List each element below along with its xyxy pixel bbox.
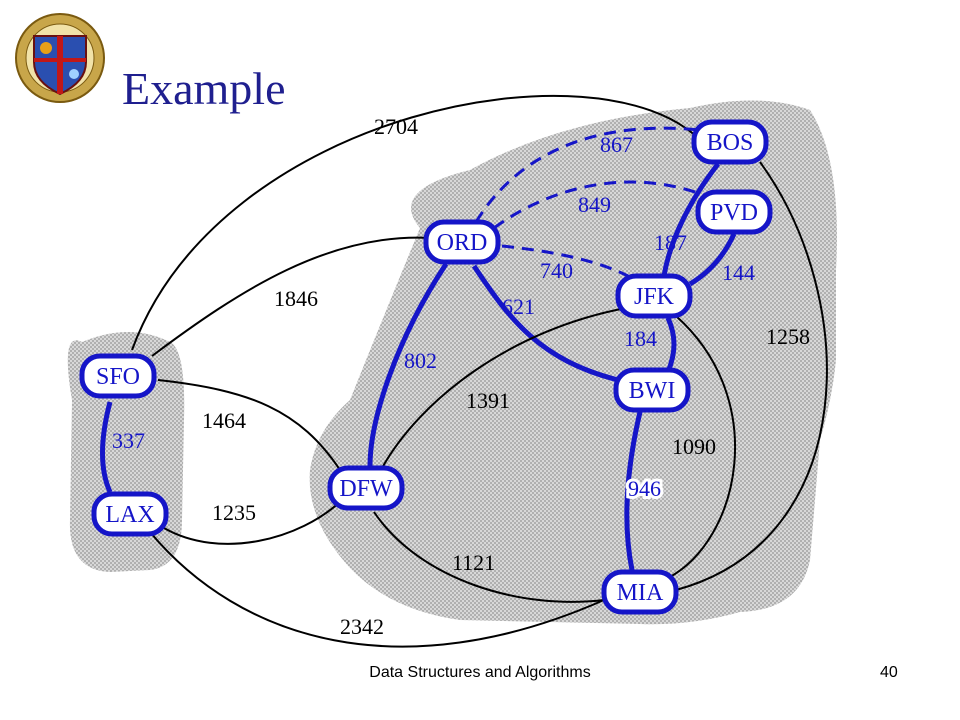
edge-weight-ord-dfw: 802 [404,348,437,373]
edge-weight-jfk-dfw: 1391 [466,388,510,413]
node-shape-mia [601,569,679,615]
edge-lax-dfw [163,499,343,545]
edge-weight-sfo-dfw: 1464 [202,408,246,433]
edge-weight-jfk-mia: 1090 [672,434,716,459]
node-label-ord: ORD [437,230,488,256]
node-shape-dfw [327,465,405,511]
edge-ord-bwi [471,264,619,383]
node-lax: LAX [91,491,169,537]
edge-sfo-lax [100,401,113,494]
edge-weight-jfk-bwi: 184 [624,326,657,351]
edge-weight-bos-mia: 1258 [766,324,810,349]
edge-bos-jfk [661,162,720,277]
node-label-dfw: DFW [339,476,393,502]
node-shape-pvd [695,189,773,235]
edge-weight-sfo-bos: 2704 [374,114,418,139]
node-label-sfo: SFO [96,364,140,390]
edge-jfk-dfw [381,307,627,469]
node-mia: MIA [601,569,679,615]
node-shape-ord [423,219,501,265]
node-dfw: DFW [327,465,405,511]
node-ord: ORD [423,219,501,265]
edge-weight-ord-bos: 867 [600,132,633,157]
edge-lax-mia [149,531,605,648]
node-label-pvd: PVD [710,200,758,226]
node-pvd: PVD [695,189,773,235]
university-crest-icon [15,13,105,103]
node-label-bwi: BWI [629,378,676,404]
node-label-jfk: JFK [634,284,675,310]
edge-sfo-dfw [157,379,341,471]
edge-pvd-jfk [688,232,737,287]
edge-weight-sfo-lax: 337 [112,428,145,453]
node-shape-bwi [613,367,691,413]
node-label-lax: LAX [105,502,154,528]
node-jfk: JFK [615,273,693,319]
page-number: 40 [880,664,898,681]
node-bos: BOS [691,119,769,165]
node-shape-bos [691,119,769,165]
edge-bwi-mia [624,411,643,571]
node-shape-sfo [79,353,157,399]
edge-weight-lax-mia: 2342 [340,614,384,639]
slide-title: Example [122,63,286,114]
node-sfo: SFO [79,353,157,399]
node-shape-lax [91,491,169,537]
edge-jfk-mia [667,315,736,579]
edge-weight-bwi-mia: 946 [628,476,661,501]
edge-jfk-bwi [665,316,677,373]
edge-weight-dfw-mia: 1121 [452,550,495,575]
slide-footer: Data Structures and Algorithms [369,664,591,681]
edge-weight-ord-jfk: 740 [540,258,573,283]
node-bwi: BWI [613,367,691,413]
edge-ord-bos [474,126,701,223]
edge-ord-dfw [367,262,449,467]
edge-ord-pvd [493,180,707,230]
edge-dfw-mia [373,511,605,603]
edge-sfo-ord [151,236,433,357]
node-shape-jfk [615,273,693,319]
edge-weight-bos-jfk: 187 [654,230,687,255]
edge-weight-lax-dfw: 1235 [212,500,256,525]
edge-weight-ord-bwi: 621 [502,294,535,319]
edge-sfo-bos [131,94,701,351]
node-label-bos: BOS [707,130,754,156]
node-label-mia: MIA [617,580,664,606]
edge-bos-mia [675,161,828,591]
edge-weight-ord-pvd: 849 [578,192,611,217]
edge-weight-sfo-ord: 1846 [274,286,318,311]
edge-weight-pvd-jfk: 144 [722,260,755,285]
